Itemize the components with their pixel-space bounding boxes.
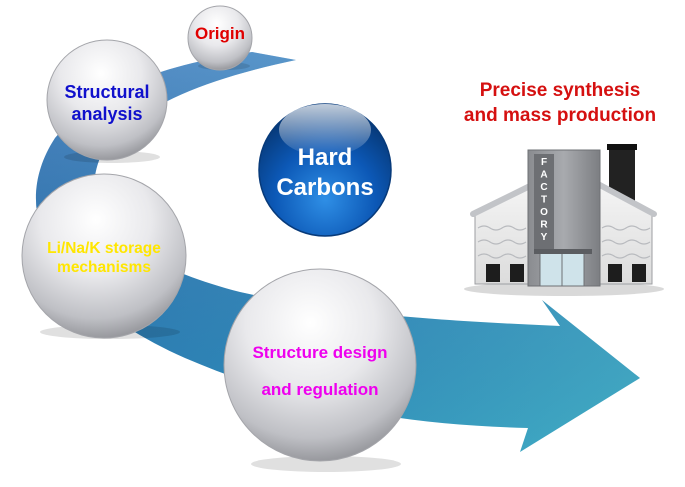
label-precise-synthesis-line1: Precise synthesis [479, 80, 641, 101]
sphere-structural-analysis [46, 39, 168, 163]
label-structure-design-line1: Structure design [252, 343, 388, 362]
hard-carbons-sphere [258, 103, 392, 237]
label-structure-design-line2: and regulation [261, 380, 379, 400]
label-structural-analysis: Structural analysis [42, 82, 172, 125]
label-origin: Origin [175, 24, 265, 44]
label-structural-analysis-line1: Structural [64, 82, 150, 102]
sphere-origin [187, 5, 253, 71]
process-arrow [35, 52, 640, 452]
label-structure-design: Structure design and regulation [220, 334, 420, 409]
label-hard-carbons-line2: Carbons [276, 174, 374, 201]
label-structural-analysis-line2: analysis [71, 103, 143, 124]
label-precise-synthesis-line2: and mass production [463, 105, 657, 127]
label-hard-carbons: Hard Carbons [250, 143, 400, 203]
label-hard-carbons-line1: Hard [297, 144, 353, 171]
label-storage-mechanisms-line1: Li/Na/K storage [47, 240, 161, 257]
arrow-band-shade [35, 52, 640, 452]
factory-sign-strip [534, 154, 554, 250]
factory-wall-waves [477, 225, 651, 259]
sphere-storage-mechanisms [21, 173, 187, 339]
label-storage-mechanisms-line2: mechanisms [57, 258, 151, 276]
sphere-structure-design [223, 268, 417, 472]
label-storage-mechanisms: Li/Na/K storage mechanisms [14, 240, 194, 277]
label-precise-synthesis: Precise synthesis and mass production [440, 78, 680, 128]
label-origin-text: Origin [194, 24, 246, 43]
